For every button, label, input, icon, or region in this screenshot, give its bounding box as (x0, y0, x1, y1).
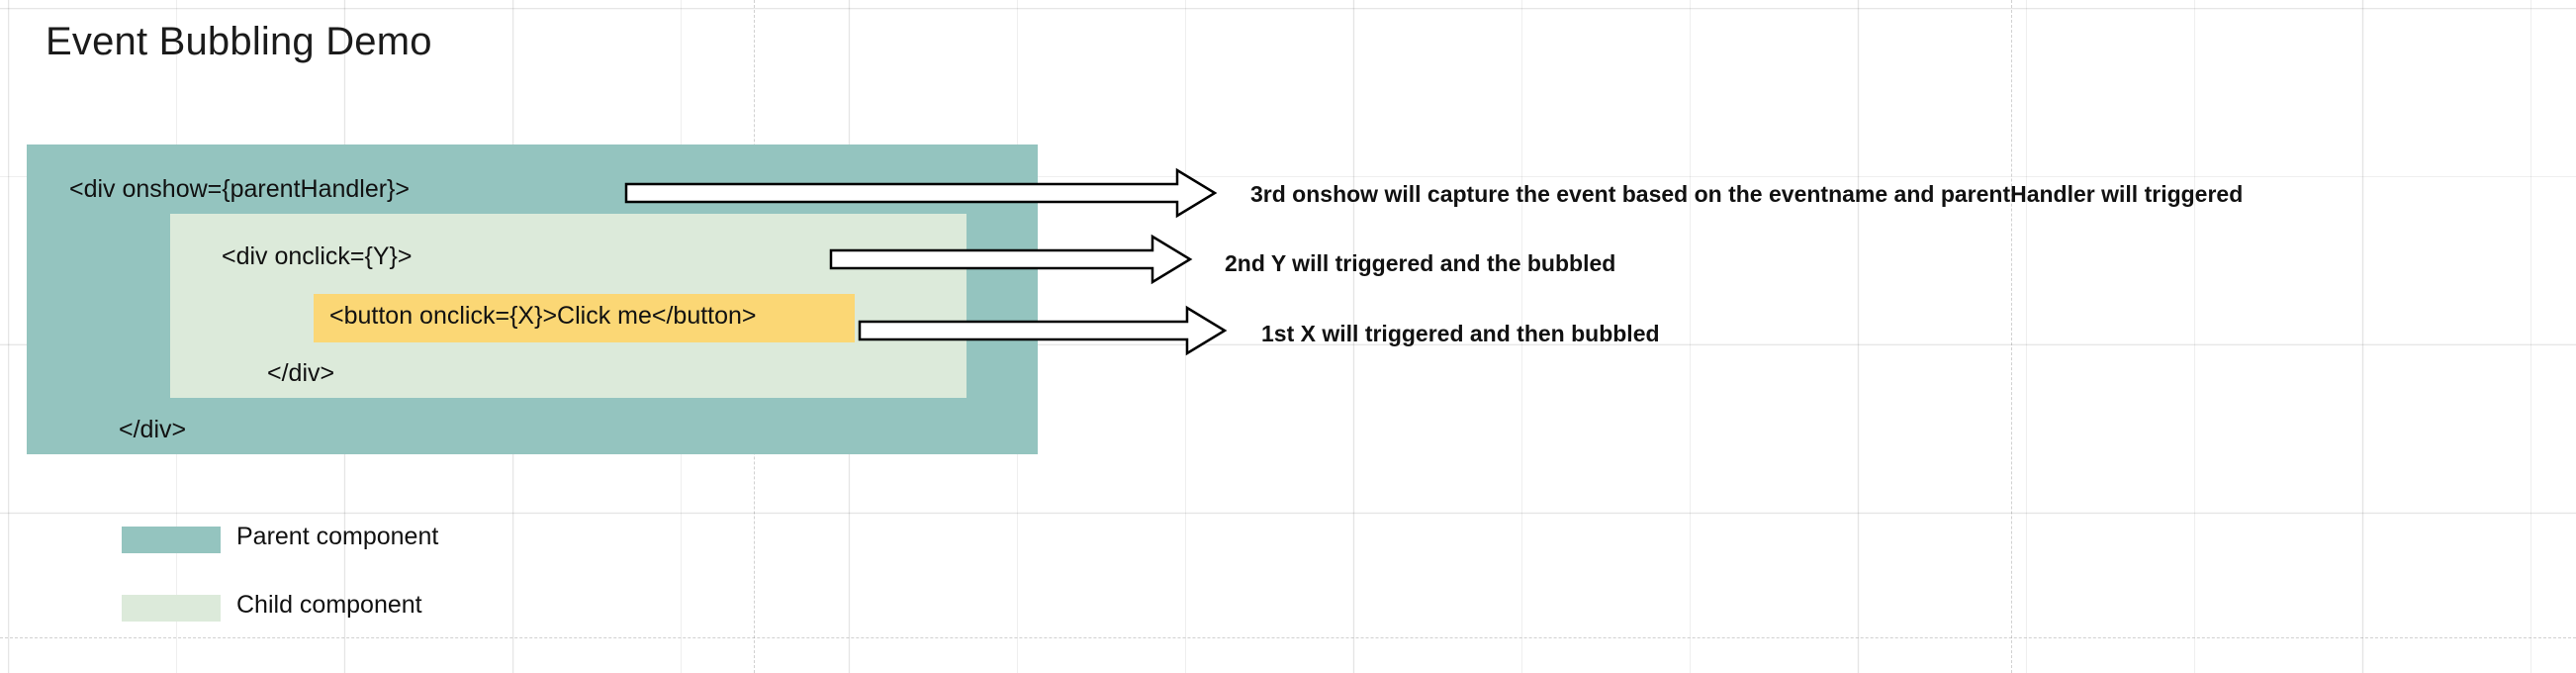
grid-guide-vertical-right (2011, 0, 2012, 673)
callout-text-3rd: 3rd onshow will capture the event based … (1250, 181, 2244, 207)
grid-guide-horizontal-bottom (0, 637, 2576, 638)
child-close-tag-text: </div> (267, 359, 335, 387)
legend-swatch-parent (122, 527, 221, 553)
legend-label-parent: Parent component (236, 523, 439, 550)
callout-text-2nd: 2nd Y will triggered and the bubbled (1225, 250, 1616, 276)
child-open-tag-text: <div onclick={Y}> (222, 242, 413, 270)
parent-open-tag-text: <div onshow={parentHandler}> (69, 175, 411, 203)
button-code-text: <button onclick={X}>Click me</button> (329, 302, 757, 330)
legend-swatch-child (122, 595, 221, 622)
page-title: Event Bubbling Demo (46, 20, 432, 63)
legend-label-child: Child component (236, 591, 422, 619)
button-element-box (314, 294, 855, 342)
callout-text-1st: 1st X will triggered and then bubbled (1261, 321, 1660, 346)
parent-close-tag-text: </div> (119, 416, 187, 443)
